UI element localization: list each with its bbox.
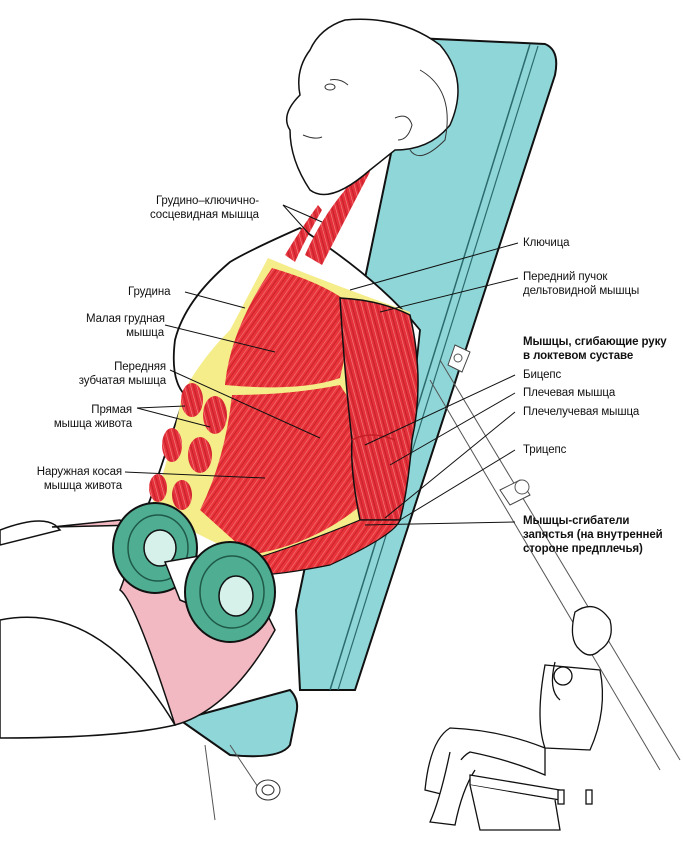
dumbbell: [112, 502, 276, 643]
label-anterior-deltoid: Передний пучок дельтовидной мышцы: [523, 270, 639, 298]
bench-frame: [204, 344, 681, 821]
rectus-abdominis-muscle: [149, 383, 227, 510]
label-line: Плечелучевая мышца: [523, 406, 640, 418]
label-line: Прямая: [91, 404, 132, 416]
label-biceps: Бицепс: [523, 368, 561, 382]
pectoral-muscle: [225, 268, 347, 388]
label-line: зубчатая мышца: [78, 375, 166, 387]
label-line: дельтовидной мышцы: [523, 285, 640, 297]
label-line: запястья (на внутренней: [523, 529, 663, 541]
label-brachioradialis: Плечелучевая мышца: [523, 405, 639, 419]
label-line: Передняя: [114, 361, 166, 373]
label-rectus-abdominis: Прямая мышца живота: [40, 403, 132, 431]
label-external-oblique: Наружная косая мышца живота: [26, 465, 122, 493]
label-line: Ключица: [523, 237, 570, 249]
label-line: Бицепс: [523, 369, 562, 381]
label-triceps: Трицепс: [523, 443, 566, 457]
label-line: Передний пучок: [523, 271, 608, 283]
label-line: Мышцы, сгибающие руку: [523, 336, 667, 348]
label-line: мышца: [126, 327, 164, 339]
label-elbow-flexors-heading: Мышцы, сгибающие руку в локтевом суставе: [523, 335, 667, 363]
forearm-muscle: [249, 519, 401, 576]
deltoid-biceps-muscle: [339, 297, 419, 521]
sternocleidomastoid-muscle: [305, 160, 370, 265]
label-line: в локтевом суставе: [523, 350, 634, 362]
head: [285, 18, 459, 196]
label-pectoralis-minor: Малая грудная мышца: [86, 312, 165, 340]
external-oblique-muscle: [200, 385, 395, 555]
label-line: мышца живота: [43, 480, 122, 492]
leader-lines: [124, 204, 519, 526]
label-line: Грудино–ключично-: [155, 195, 259, 207]
label-line: Мышцы-сгибатели: [523, 515, 630, 527]
label-brachialis: Плечевая мышца: [523, 386, 615, 400]
label-wrist-flexors: Мышцы-сгибатели запястья (на внутренней …: [523, 514, 663, 556]
label-line: Плечевая мышца: [523, 387, 616, 399]
inset-figure: [424, 605, 612, 831]
label-clavicle: Ключица: [523, 236, 570, 250]
label-line: сосцевидная мышца: [150, 209, 259, 221]
label-line: мышца живота: [53, 418, 132, 430]
label-line: стороне предплечья): [523, 543, 643, 555]
label-line: Грудина: [128, 286, 171, 298]
label-sternum: Грудина: [128, 285, 171, 299]
label-serratus-anterior: Передняя зубчатая мышца: [48, 360, 166, 388]
label-line: Наружная косая: [36, 466, 122, 478]
label-line: Трицепс: [523, 444, 567, 456]
label-sternocleidomastoid: Грудино–ключично- сосцевидная мышца: [150, 194, 259, 222]
label-line: Малая грудная: [86, 313, 165, 325]
